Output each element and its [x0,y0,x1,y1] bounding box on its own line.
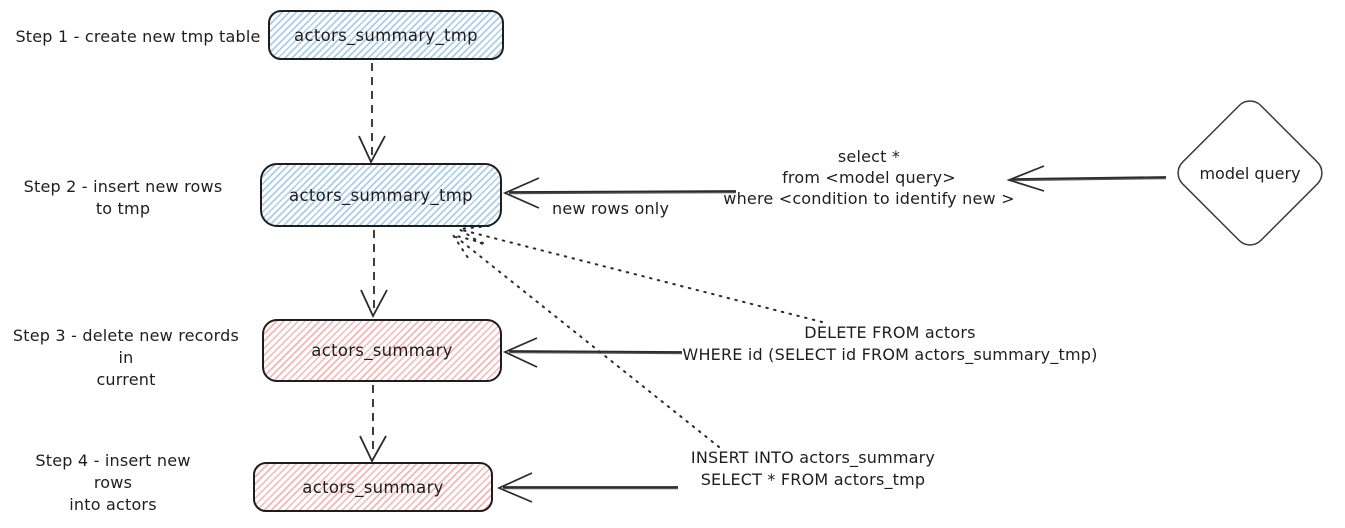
arrow-step2-to-step3 [360,230,388,319]
step-4-label: Step 4 - insert new rows into actors [35,451,191,514]
arrow-insert-sql-to-current [496,472,678,503]
node-label: actors_summary [302,477,444,497]
step-2-label: Step 2 - insert new rows to tmp [23,177,223,218]
node-actors-summary-tmp-step2: actors_summary_tmp [260,163,502,227]
step-1-label: Step 1 - create new tmp table [15,27,261,46]
dotted-arrow-delete-refers-tmp [456,225,823,323]
model-query-label: model query [1199,164,1301,183]
arrow-step3-to-step4 [359,385,387,463]
node-label: actors_summary_tmp [289,185,473,205]
node-actors-summary-step3: actors_summary [262,319,502,382]
insert-sql-text: INSERT INTO actors_summary SELECT * FROM… [690,448,936,489]
node-label: actors_summary [311,341,453,360]
node-actors-summary-step4: actors_summary [253,462,493,512]
arrow-delete-sql-to-current [502,337,683,368]
step-3-label: Step 3 - delete new records in current [12,326,240,389]
node-label: actors_summary_tmp [294,25,478,45]
model-query-sql-text: select * from <model query> where <condi… [723,147,1015,208]
node-actors-summary-tmp-step1: actors_summary_tmp [268,10,504,60]
arrow-step1-to-step2 [358,63,386,165]
new-rows-only-label: new rows only [552,199,670,218]
delete-sql-text: DELETE FROM actors WHERE id (SELECT id F… [682,323,1098,364]
